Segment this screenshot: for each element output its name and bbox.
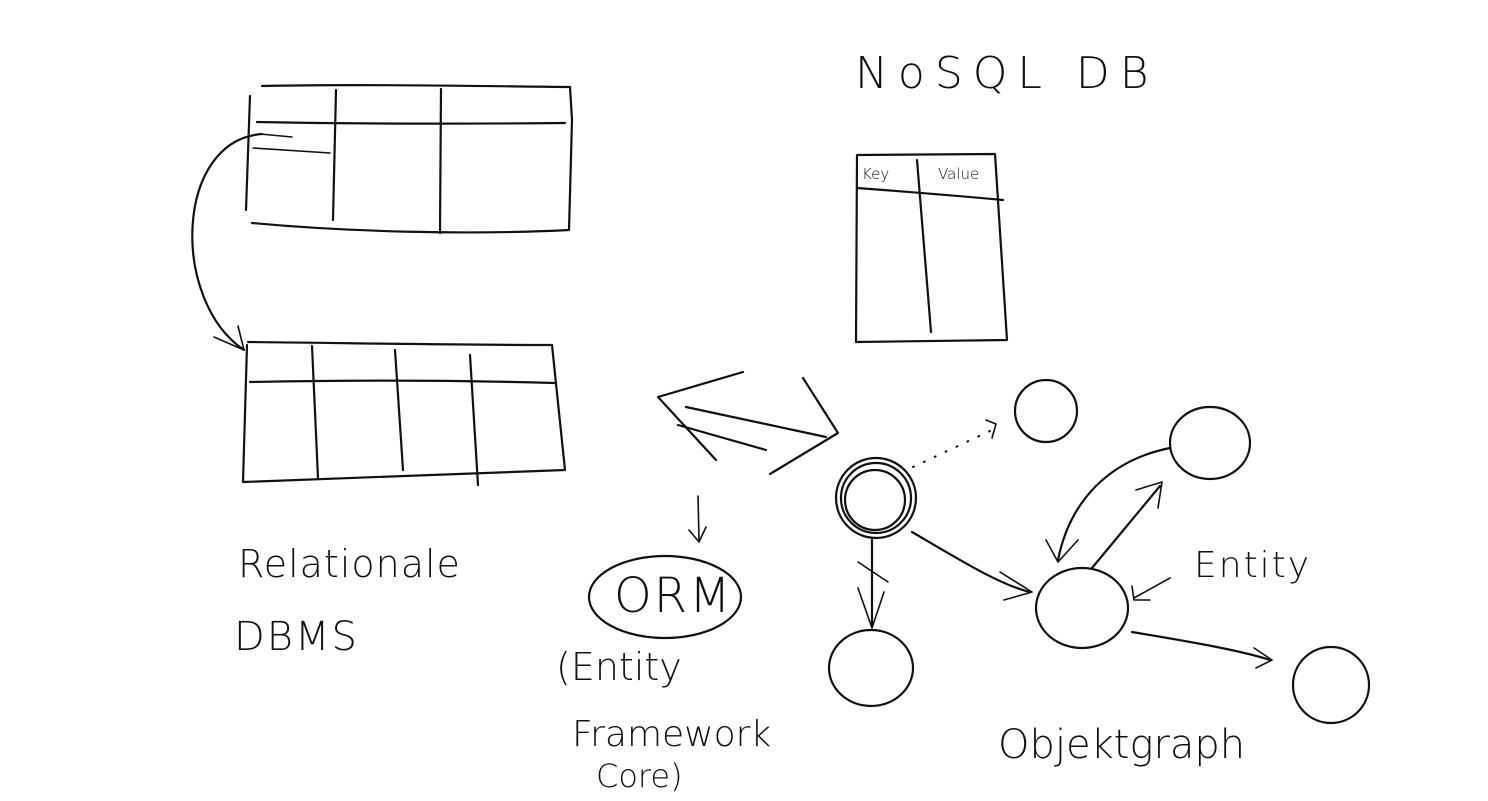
orm-ellipse <box>587 554 743 640</box>
orm-down-arrow <box>688 495 707 543</box>
object-graph-caption: Objektgraph <box>998 722 1246 768</box>
value-column-header: Value <box>938 165 980 183</box>
nosql-key-value-table <box>854 152 1009 344</box>
relational-label-line1: Relationale <box>238 542 461 586</box>
framework-label-line3: Core) <box>596 757 683 795</box>
relational-table-bottom <box>241 340 567 487</box>
relational-table-top <box>244 84 574 235</box>
key-column-header: Key <box>862 165 890 183</box>
framework-label-line1: (Entity <box>556 645 682 689</box>
entity-label: Entity <box>1194 545 1312 586</box>
mapping-arrow <box>656 370 840 476</box>
object-graph <box>827 378 1371 725</box>
relation-arrow <box>191 132 264 352</box>
orm-label: ORM <box>614 568 733 624</box>
nosql-title: NoSQL DB <box>855 48 1159 99</box>
framework-label-line2: Framework <box>572 714 772 755</box>
relational-label-line2: DBMS <box>234 614 359 660</box>
